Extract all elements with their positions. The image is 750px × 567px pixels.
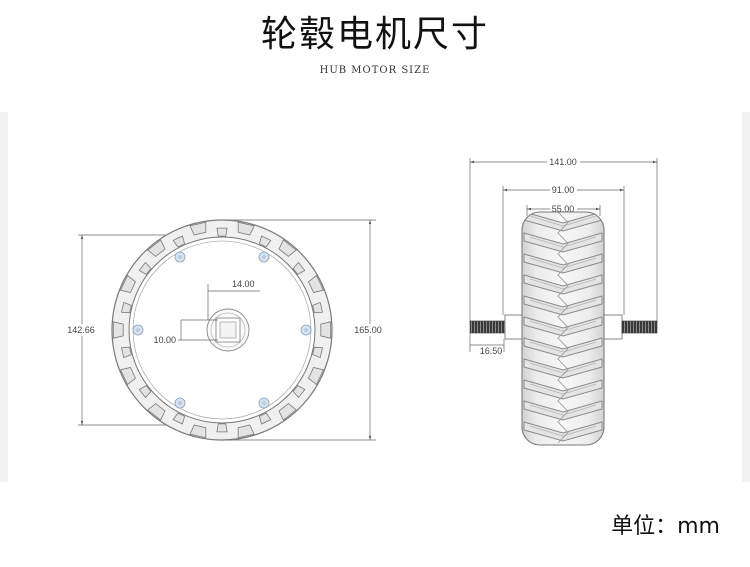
tread-chevron-inner — [529, 383, 597, 395]
tread-lug-outer — [308, 367, 325, 386]
tread-lug-outer — [237, 424, 255, 439]
tread-chevron-inner — [529, 278, 597, 290]
tread-lug-inner — [172, 412, 186, 425]
tread-lug-outer — [278, 239, 297, 257]
page-edge-right — [742, 112, 750, 482]
tread-lug-inner — [121, 301, 132, 314]
axle-thread-left — [469, 320, 506, 334]
front-tread — [112, 221, 332, 439]
tire-outline — [521, 211, 605, 446]
dimension-label-hub-bore: 14.00 — [232, 279, 255, 289]
side-view: 141.00 91.00 55.00 16.50 — [469, 156, 658, 457]
tread-lug-outer — [147, 239, 166, 257]
dimension-label-hub-offset: 10.00 — [153, 335, 176, 345]
tread-lug-inner — [312, 346, 323, 359]
tread-lug-outer — [112, 321, 124, 339]
dimension-label-rim-diameter: 142.66 — [67, 325, 95, 335]
tread-lug-outer — [189, 424, 207, 439]
bolt-icon — [174, 251, 186, 263]
tread-chevron-inner — [529, 341, 597, 353]
tread-lug-inner — [216, 423, 228, 433]
dimension-label-axle-length: 141.00 — [549, 157, 577, 167]
tread-chevron-inner — [529, 299, 597, 311]
hub-boss-left — [504, 314, 523, 340]
bolt-icon — [258, 397, 270, 409]
tread-chevron-inner — [529, 362, 597, 374]
tread-lug-inner — [292, 385, 306, 399]
bolt-icon — [174, 397, 186, 409]
dimension-label-thread-length: 16.50 — [480, 346, 503, 356]
tread-lug-outer — [147, 403, 166, 421]
tread-lug-inner — [138, 385, 152, 399]
label-background — [65, 324, 98, 336]
tread-lug-outer — [320, 321, 332, 339]
hub-center — [206, 308, 250, 352]
tread-chevron — [523, 442, 603, 445]
tread-lug-inner — [312, 301, 323, 314]
tread-lug-outer — [308, 274, 325, 293]
tread-lug-outer — [119, 274, 136, 293]
tread-lug-outer — [119, 367, 136, 386]
bolt-pattern — [132, 251, 312, 409]
tread-chevron-inner — [529, 215, 597, 227]
tread-lug-inner — [292, 261, 306, 275]
page-title: 轮毂电机尺寸 — [260, 14, 489, 55]
tread-lug-outer — [278, 403, 297, 421]
tread-chevron-inner — [529, 404, 597, 416]
tread-chevron-inner — [529, 320, 597, 332]
side-tread — [523, 212, 603, 457]
tread-lug-inner — [258, 412, 272, 425]
axle-thread-right — [621, 320, 658, 334]
tread-lug-inner — [138, 261, 152, 275]
page-subtitle: HUB MOTOR SIZE — [319, 65, 431, 76]
hub-boss-right — [603, 314, 623, 340]
label-background — [547, 156, 580, 168]
tread-chevron-inner — [529, 257, 597, 269]
tread-lug-inner — [258, 235, 272, 248]
bolt-icon — [258, 251, 270, 263]
front-view: 165.00 142.66 14.00 — [65, 219, 385, 441]
tread-chevron-inner — [530, 447, 596, 457]
dimension-label-tire-diameter: 165.00 — [354, 325, 382, 335]
tread-lug-inner — [121, 346, 132, 359]
tread-center-groove — [557, 212, 569, 444]
tread-chevron-inner — [529, 236, 597, 248]
label-background — [550, 184, 577, 196]
unit-label: 单位：mm — [611, 514, 720, 539]
tread-chevron-inner — [529, 425, 597, 437]
bolt-icon — [132, 324, 144, 336]
tread-lug-inner — [216, 227, 228, 237]
page-edge-left — [0, 112, 8, 482]
tread-lug-outer — [189, 221, 207, 236]
tread-lug-outer — [237, 221, 255, 236]
dimension-label-tread-width: 55.00 — [552, 204, 575, 214]
dimension-label-hub-width: 91.00 — [552, 185, 575, 195]
bolt-icon — [300, 324, 312, 336]
tread-lug-inner — [172, 235, 186, 248]
label-background — [352, 324, 385, 336]
